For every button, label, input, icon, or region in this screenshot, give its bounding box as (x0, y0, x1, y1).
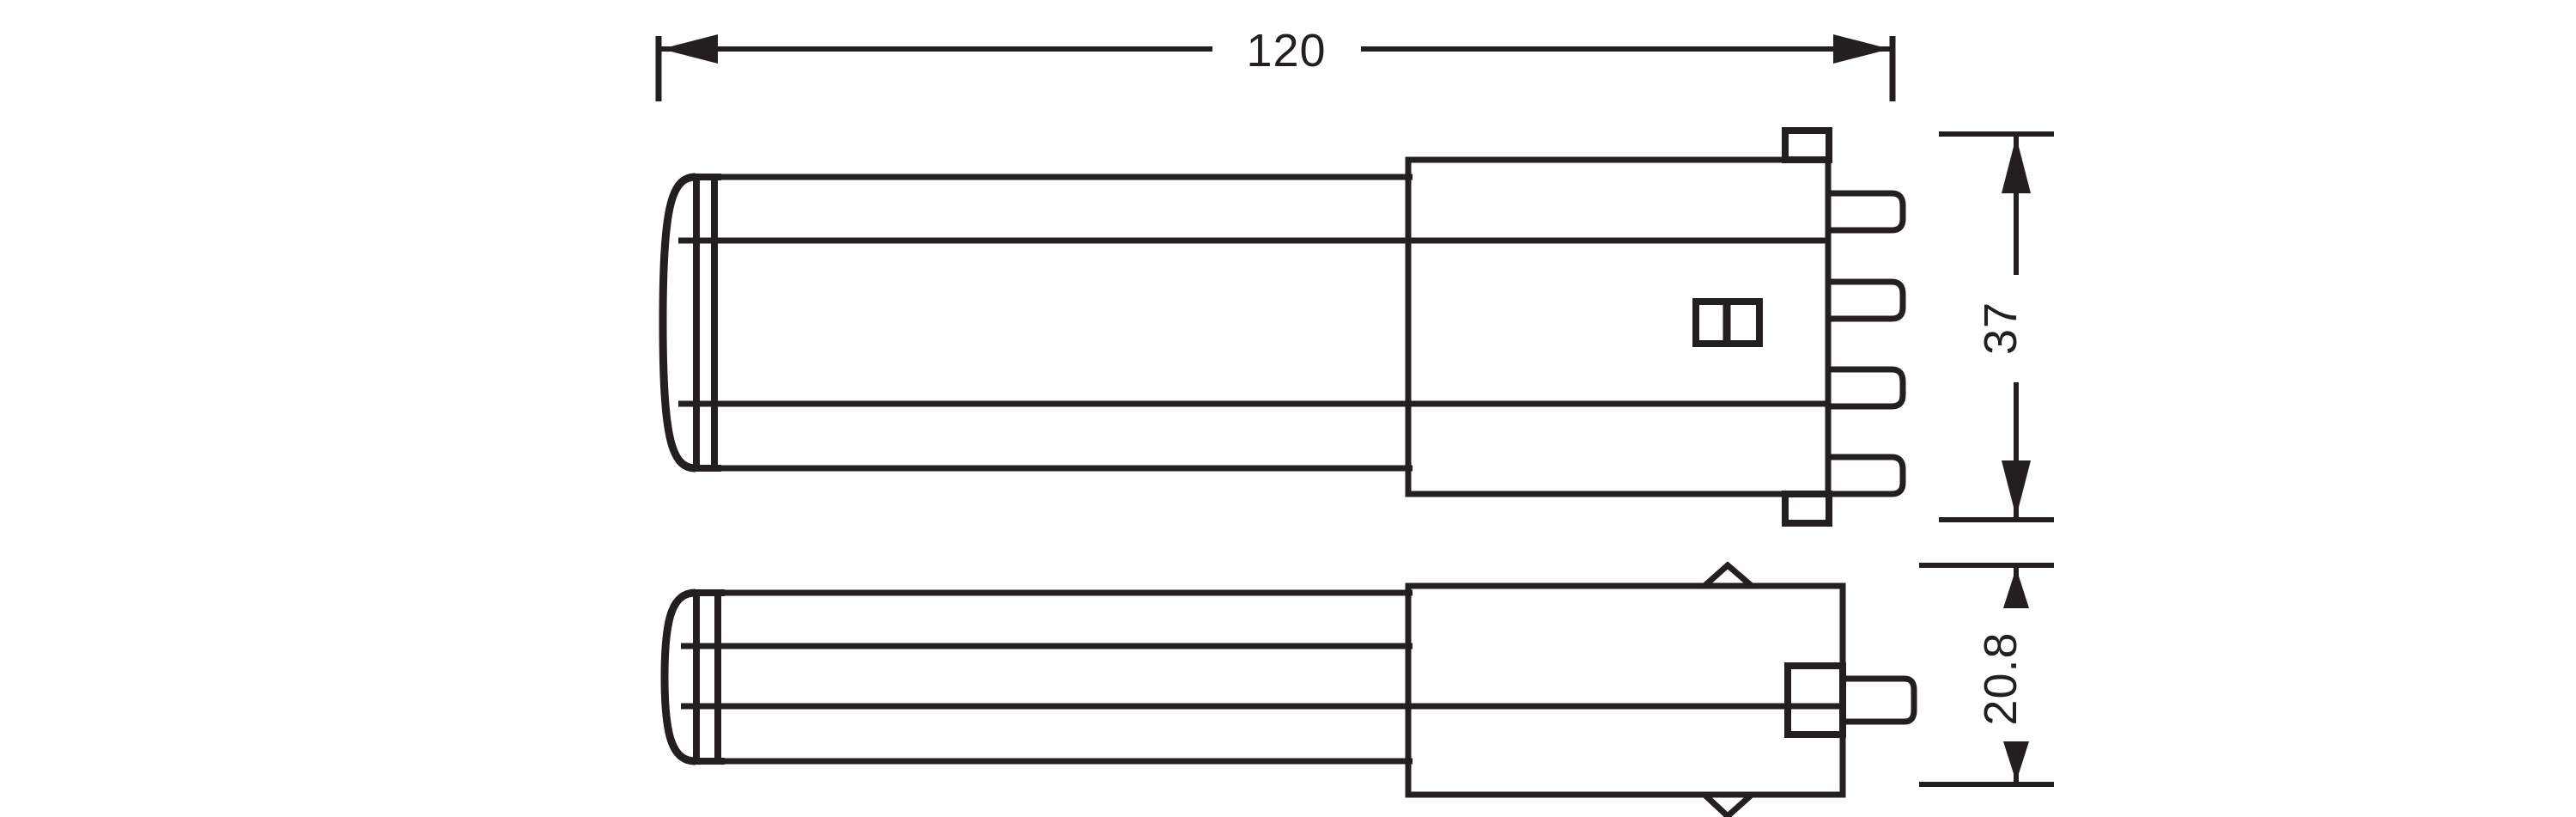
front-view-pin-3 (1828, 366, 1906, 410)
front-view-pin-4 (1828, 454, 1906, 497)
dimension-width-20-8: 20.8 (1919, 563, 2054, 787)
dimension-width-label: 20.8 (1975, 631, 2026, 725)
front-view-pin-1 (1828, 190, 1906, 234)
front-view-base-body (1405, 156, 1832, 497)
front-view-latch-tab-bottom (1782, 491, 1832, 527)
dimension-length-label: 120 (1246, 25, 1326, 76)
front-view-end-cap-arc (659, 173, 696, 473)
front-view-latch-tab-top (1782, 127, 1832, 163)
side-view-pin-1 (1843, 675, 1917, 725)
dimension-height-top-arrowhead (2002, 137, 2031, 193)
side-view-notch-bottom (1702, 792, 1754, 817)
side-view-base-body (1405, 582, 1846, 798)
side-view-notch-top (1702, 561, 1754, 588)
dimension-width-top-arrowhead (2003, 568, 2029, 608)
side-view-end-cap-arc (660, 588, 696, 765)
side-view-connector-block (1784, 662, 1846, 738)
front-view-pin-2 (1828, 278, 1906, 322)
dimension-length-left-arrowhead (661, 34, 718, 64)
side-view (660, 561, 1917, 817)
dimension-height-bottom-arrowhead (2002, 460, 2031, 517)
dimension-length-120: 120 (655, 25, 1896, 101)
dimension-height-label: 37 (1975, 302, 2026, 355)
front-view (659, 127, 1906, 527)
dimension-width-bottom-arrowhead (2003, 741, 2029, 782)
dimension-height-37: 37 (1939, 131, 2054, 522)
dimension-length-right-arrowhead (1833, 34, 1890, 64)
